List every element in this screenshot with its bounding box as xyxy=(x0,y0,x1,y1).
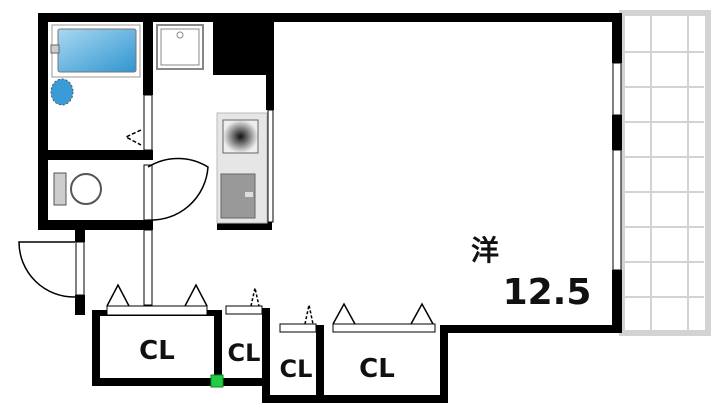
closet-label-2: CL xyxy=(228,339,261,367)
bathtub-icon xyxy=(57,28,137,73)
closet-label-4: CL xyxy=(359,354,395,384)
room-size-label: 12.5 xyxy=(503,272,592,313)
windows xyxy=(75,62,622,306)
room-type-label: 洋 xyxy=(471,234,499,267)
stove-icon xyxy=(222,119,259,154)
balcony xyxy=(619,10,711,336)
washbasin-icon xyxy=(50,78,74,106)
closet-label-3: CL xyxy=(280,355,313,383)
washing-machine-space-icon xyxy=(156,24,204,70)
bathroom xyxy=(50,24,142,146)
closet-label-1: CL xyxy=(139,336,175,366)
marker-icon xyxy=(210,374,224,388)
toilet-icon xyxy=(53,157,209,221)
entrance-door-icon xyxy=(18,241,76,298)
walls xyxy=(38,13,622,333)
kitchen-counter xyxy=(216,112,268,224)
closets xyxy=(92,283,448,403)
